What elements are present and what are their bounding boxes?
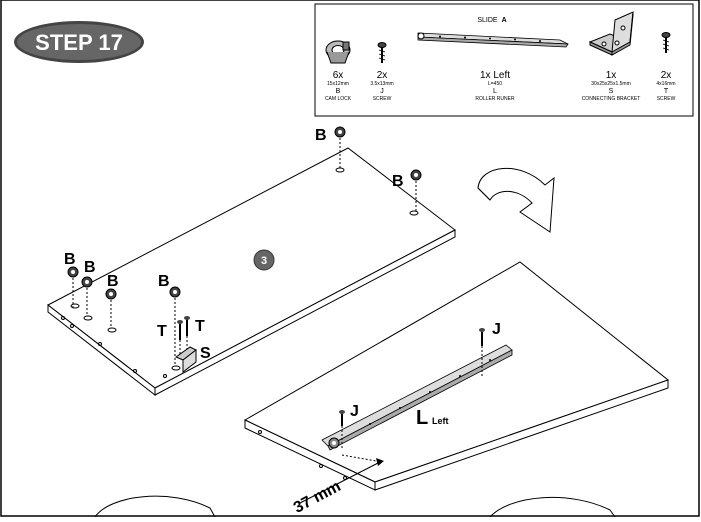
part-code: L (493, 88, 497, 95)
callout-s: S (200, 345, 211, 362)
part-qty: 1x (606, 70, 617, 81)
step-label: STEP 17 (35, 30, 123, 55)
part-code: S (609, 88, 614, 95)
part-size: 3.5x13mm (370, 81, 393, 87)
upper-board-side-edge (154, 229, 456, 396)
parts-box: SLIDE A (314, 3, 694, 117)
callout-b: B (64, 251, 76, 268)
part-name: SCREW (657, 96, 676, 102)
cam-hole (409, 210, 419, 216)
cam-lock-icon (410, 169, 422, 211)
part-name: SCREW (373, 96, 392, 102)
part-qty: 1x Left (480, 70, 510, 81)
part-roller-runner: 1x Left L=450 L ROLLER RUNER (475, 70, 515, 102)
cam-lock-icon (81, 276, 93, 316)
part-size: 30x25x25x1.5mm (591, 81, 630, 87)
screw-icon (479, 328, 485, 378)
callout-b: B (84, 259, 96, 276)
connecting-bracket-icon (174, 346, 197, 374)
part-screw-t: 2x 4x16mm T SCREW (656, 70, 675, 102)
part-name: CONNECTING BRACKET (582, 96, 641, 102)
callout-l: L (416, 407, 428, 429)
cam-hole (107, 327, 117, 333)
cam-hole (70, 303, 80, 309)
upper-board: 3 (47, 147, 456, 397)
part-screw-j: 2x 3.5x13mm J SCREW (370, 70, 393, 102)
callout-b: B (107, 273, 119, 290)
cam-lock-icon (67, 266, 79, 310)
callout-b: B (392, 173, 404, 190)
cam-lock-icon (325, 40, 351, 64)
roller-runner-icon (417, 32, 569, 48)
detail-circle-left (94, 495, 216, 518)
slide-title: SLIDE A (477, 17, 506, 24)
part-code: B (336, 88, 341, 95)
lower-board-side-edge (374, 379, 669, 491)
callout-t: T (157, 323, 167, 340)
upper-cam-locks (67, 126, 422, 374)
callout-b: B (315, 127, 327, 144)
step-badge-inner (17, 24, 141, 60)
cam-hole (83, 315, 93, 321)
panel-number-badge (253, 249, 275, 271)
screw-icon (377, 42, 387, 63)
part-connecting-bracket: 1x 30x25x25x1.5mm S CONNECTING BRACKET (582, 70, 641, 102)
screw-icon (177, 320, 183, 355)
callout-b: B (158, 273, 170, 290)
screw-icon (661, 32, 671, 53)
cam-lock-icon (105, 288, 117, 328)
slide-title-letter: A (502, 17, 507, 24)
connecting-bracket-icon (588, 11, 634, 56)
detail-circle-right (489, 496, 616, 518)
callout-t: T (195, 318, 205, 335)
part-code: T (664, 88, 669, 95)
callout-left: Left (432, 416, 449, 426)
flip-arrow-icon (477, 168, 555, 233)
part-code: J (380, 88, 384, 95)
dimension-label: 37 mm (291, 478, 344, 517)
callout-j: J (492, 321, 501, 338)
cam-hole (171, 365, 181, 371)
panel-number: 3 (261, 255, 267, 267)
slide-title-prefix: SLIDE (477, 17, 498, 24)
callout-j: J (350, 403, 359, 420)
part-size: 15x12mm (327, 81, 349, 87)
part-name: CAM LOCK (325, 96, 352, 102)
cam-lock-icon (169, 286, 181, 366)
screw-icon (339, 410, 345, 450)
roller-runner-icon (321, 344, 513, 451)
cam-lock-icon (334, 126, 346, 168)
part-size: 4x16mm (656, 81, 675, 87)
lower-board: 37 mm (243, 261, 670, 517)
part-size: L=450 (488, 81, 502, 87)
part-qty: 6x (333, 70, 344, 81)
part-qty: 2x (661, 70, 672, 81)
part-qty: 2x (377, 70, 388, 81)
part-name: ROLLER RUNER (475, 96, 515, 102)
part-cam-lock: 6x 15x12mm B CAM LOCK (325, 70, 352, 102)
step-badge: STEP 17 (14, 21, 144, 63)
